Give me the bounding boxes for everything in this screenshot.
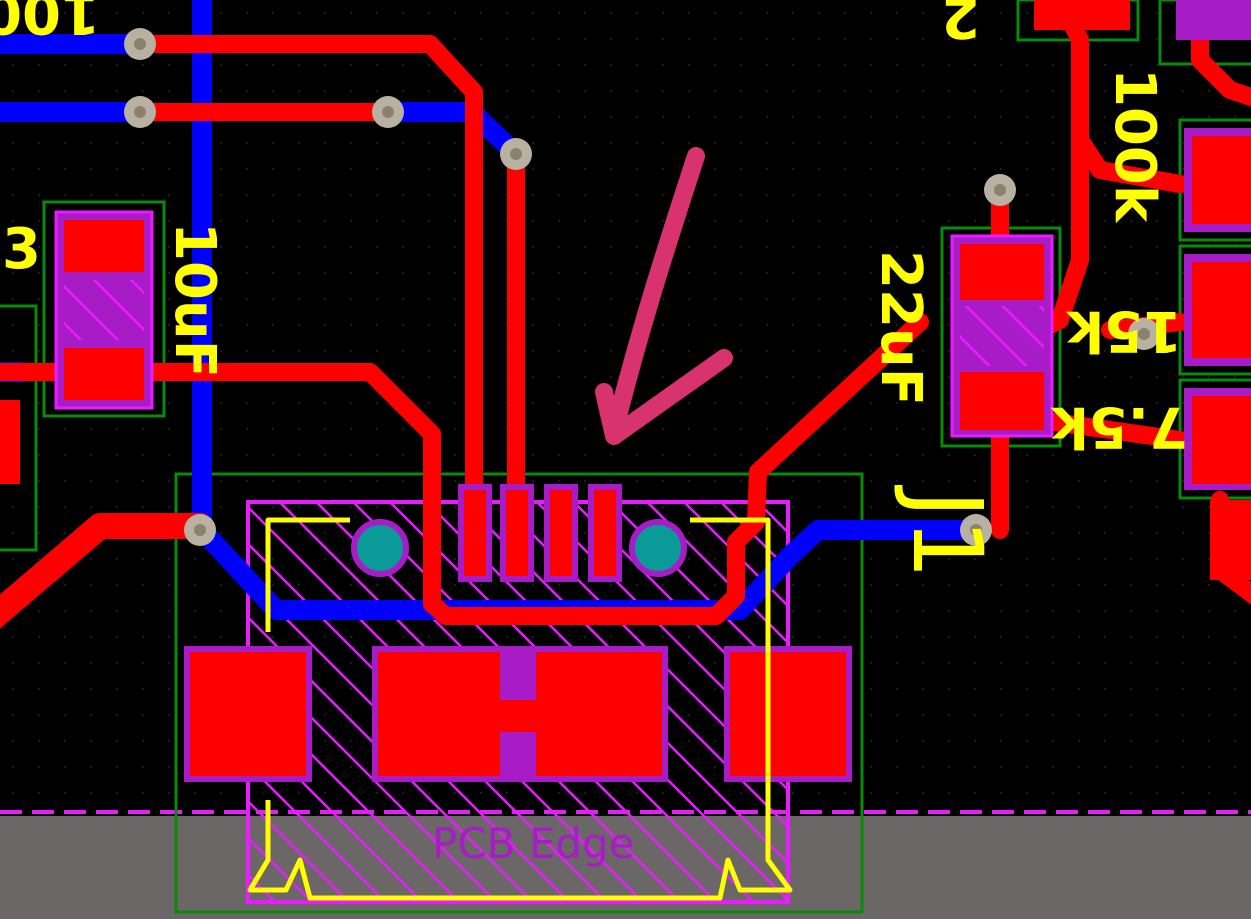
hand-drawn-arrow-icon bbox=[595, 147, 733, 445]
label-ref-3: 3 bbox=[2, 217, 41, 282]
connector-shield-pads bbox=[184, 646, 852, 782]
label-15k: 15k bbox=[1065, 298, 1182, 363]
vias bbox=[124, 28, 1160, 546]
label-22uf: 22uF bbox=[868, 250, 933, 406]
pcb-edge-label: PCB Edge bbox=[432, 819, 635, 868]
label-connector-ref: J1 bbox=[891, 485, 1003, 579]
pad-left-partial bbox=[0, 400, 20, 484]
capacitor-10uf-footprint bbox=[54, 210, 154, 410]
connector-silkscreen bbox=[247, 517, 793, 901]
label-ref-2: 2 bbox=[941, 0, 980, 49]
label-100-top: 100 bbox=[0, 0, 100, 45]
label-100k: 100k bbox=[1102, 68, 1167, 224]
capacitor-22uf-footprint bbox=[950, 234, 1054, 438]
label-10uf: 10uF bbox=[162, 222, 227, 378]
label-7-5k: 7.5k bbox=[1050, 394, 1188, 459]
connector-signal-pads bbox=[458, 484, 622, 582]
right-resistor-pads bbox=[1034, 0, 1251, 580]
npth-holes bbox=[351, 519, 687, 577]
